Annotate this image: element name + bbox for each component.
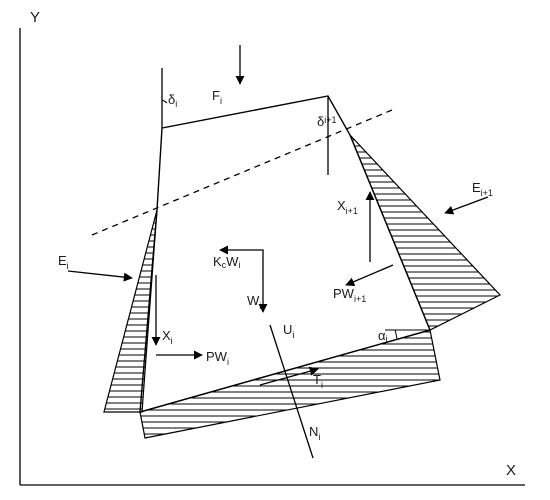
slice-outline (139, 95, 431, 413)
delta-i1-label: δi+1 (317, 114, 337, 129)
u-label: Ui (283, 322, 294, 340)
pw-i1-arrow (345, 264, 394, 286)
delta-i-arc (161, 99, 168, 104)
pw-i1-label: PWi+1 (333, 286, 366, 304)
left-pressure-triangle (103, 209, 158, 413)
e-i1-arrow (444, 196, 489, 215)
alpha-arc (394, 329, 398, 340)
alpha-label: αi (378, 328, 388, 344)
dashed-line (91, 109, 393, 236)
kcw-label: KcWi (213, 254, 240, 270)
x-axis-label: X (506, 462, 516, 479)
delta-i-label: δi (168, 92, 177, 109)
y-axis-label: Y (30, 9, 40, 26)
e-i1-label: Ei+1 (472, 180, 493, 198)
normal-line (269, 324, 314, 459)
f-label: Fi (212, 88, 222, 106)
x-i1-label: Xi+1 (337, 198, 358, 216)
n-label: Ni (309, 424, 320, 442)
pw-i-label: PWi (206, 349, 229, 367)
x-i-label: Xi (162, 328, 173, 346)
kcw-arrow (219, 245, 264, 278)
base-pressure-hatch (140, 331, 440, 435)
e-i-arrow (67, 270, 133, 282)
t-label: Ti (313, 372, 323, 390)
t-arrow (259, 366, 319, 386)
w-label: Wi (247, 293, 261, 311)
e-i-label: Ei (58, 253, 69, 271)
